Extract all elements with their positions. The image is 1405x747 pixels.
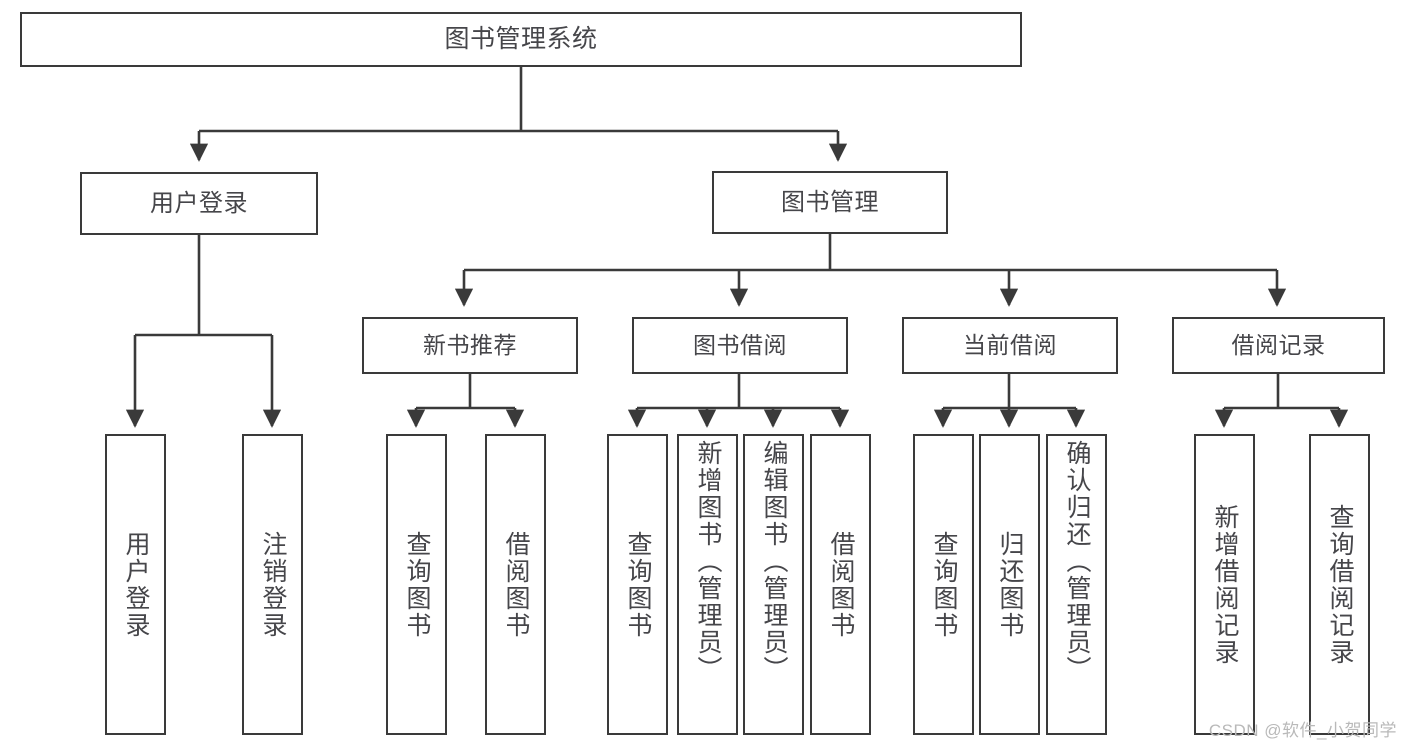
node-root-label: 图书管理系统 — [444, 25, 598, 53]
node-new-book-recommend[interactable]: 新书推荐 — [362, 317, 578, 374]
node-leaf-add-book-label: 新增图书（管理员） — [694, 440, 722, 683]
node-leaf-user-logout[interactable]: 注销登录 — [242, 434, 303, 735]
node-leaf-query-book-1[interactable]: 查询图书 — [386, 434, 447, 735]
node-borrow-record[interactable]: 借阅记录 — [1172, 317, 1385, 374]
node-leaf-add-record[interactable]: 新增借阅记录 — [1194, 434, 1255, 735]
node-leaf-query-book-1-label: 查询图书 — [403, 530, 431, 639]
node-leaf-query-record[interactable]: 查询借阅记录 — [1309, 434, 1370, 735]
node-leaf-user-logout-label: 注销登录 — [259, 530, 287, 639]
node-leaf-confirm-return[interactable]: 确认归还（管理员） — [1046, 434, 1107, 735]
node-leaf-add-book[interactable]: 新增图书（管理员） — [677, 434, 738, 735]
node-book-manage-label: 图书管理 — [781, 188, 879, 216]
node-current-borrow-label: 当前借阅 — [963, 332, 1057, 359]
node-leaf-query-book-2-label: 查询图书 — [624, 530, 652, 639]
node-book-borrow-label: 图书借阅 — [693, 332, 787, 359]
node-user-login[interactable]: 用户登录 — [80, 172, 318, 235]
node-leaf-edit-book-label: 编辑图书（管理员） — [760, 440, 788, 683]
node-leaf-return-book[interactable]: 归还图书 — [979, 434, 1040, 735]
node-leaf-borrow-book-1-label: 借阅图书 — [502, 530, 530, 639]
node-user-login-label: 用户登录 — [150, 189, 248, 217]
node-current-borrow[interactable]: 当前借阅 — [902, 317, 1118, 374]
node-leaf-query-book-3[interactable]: 查询图书 — [913, 434, 974, 735]
node-book-borrow[interactable]: 图书借阅 — [632, 317, 848, 374]
node-leaf-user-login[interactable]: 用户登录 — [105, 434, 166, 735]
node-leaf-borrow-book-1[interactable]: 借阅图书 — [485, 434, 546, 735]
node-leaf-borrow-book-2[interactable]: 借阅图书 — [810, 434, 871, 735]
node-leaf-borrow-book-2-label: 借阅图书 — [827, 530, 855, 639]
node-new-book-recommend-label: 新书推荐 — [423, 332, 517, 359]
node-leaf-return-book-label: 归还图书 — [996, 530, 1024, 639]
node-book-manage[interactable]: 图书管理 — [712, 171, 948, 234]
node-leaf-query-book-3-label: 查询图书 — [930, 530, 958, 639]
node-root[interactable]: 图书管理系统 — [20, 12, 1022, 67]
node-leaf-user-login-label: 用户登录 — [122, 530, 150, 639]
node-borrow-record-label: 借阅记录 — [1231, 332, 1326, 359]
node-leaf-edit-book[interactable]: 编辑图书（管理员） — [743, 434, 804, 735]
watermark: CSDN @软件_小贺同学 — [1208, 721, 1397, 740]
node-leaf-confirm-return-label: 确认归还（管理员） — [1063, 440, 1091, 683]
node-leaf-query-record-label: 查询借阅记录 — [1326, 503, 1354, 666]
node-leaf-query-book-2[interactable]: 查询图书 — [607, 434, 668, 735]
node-leaf-add-record-label: 新增借阅记录 — [1211, 503, 1239, 666]
